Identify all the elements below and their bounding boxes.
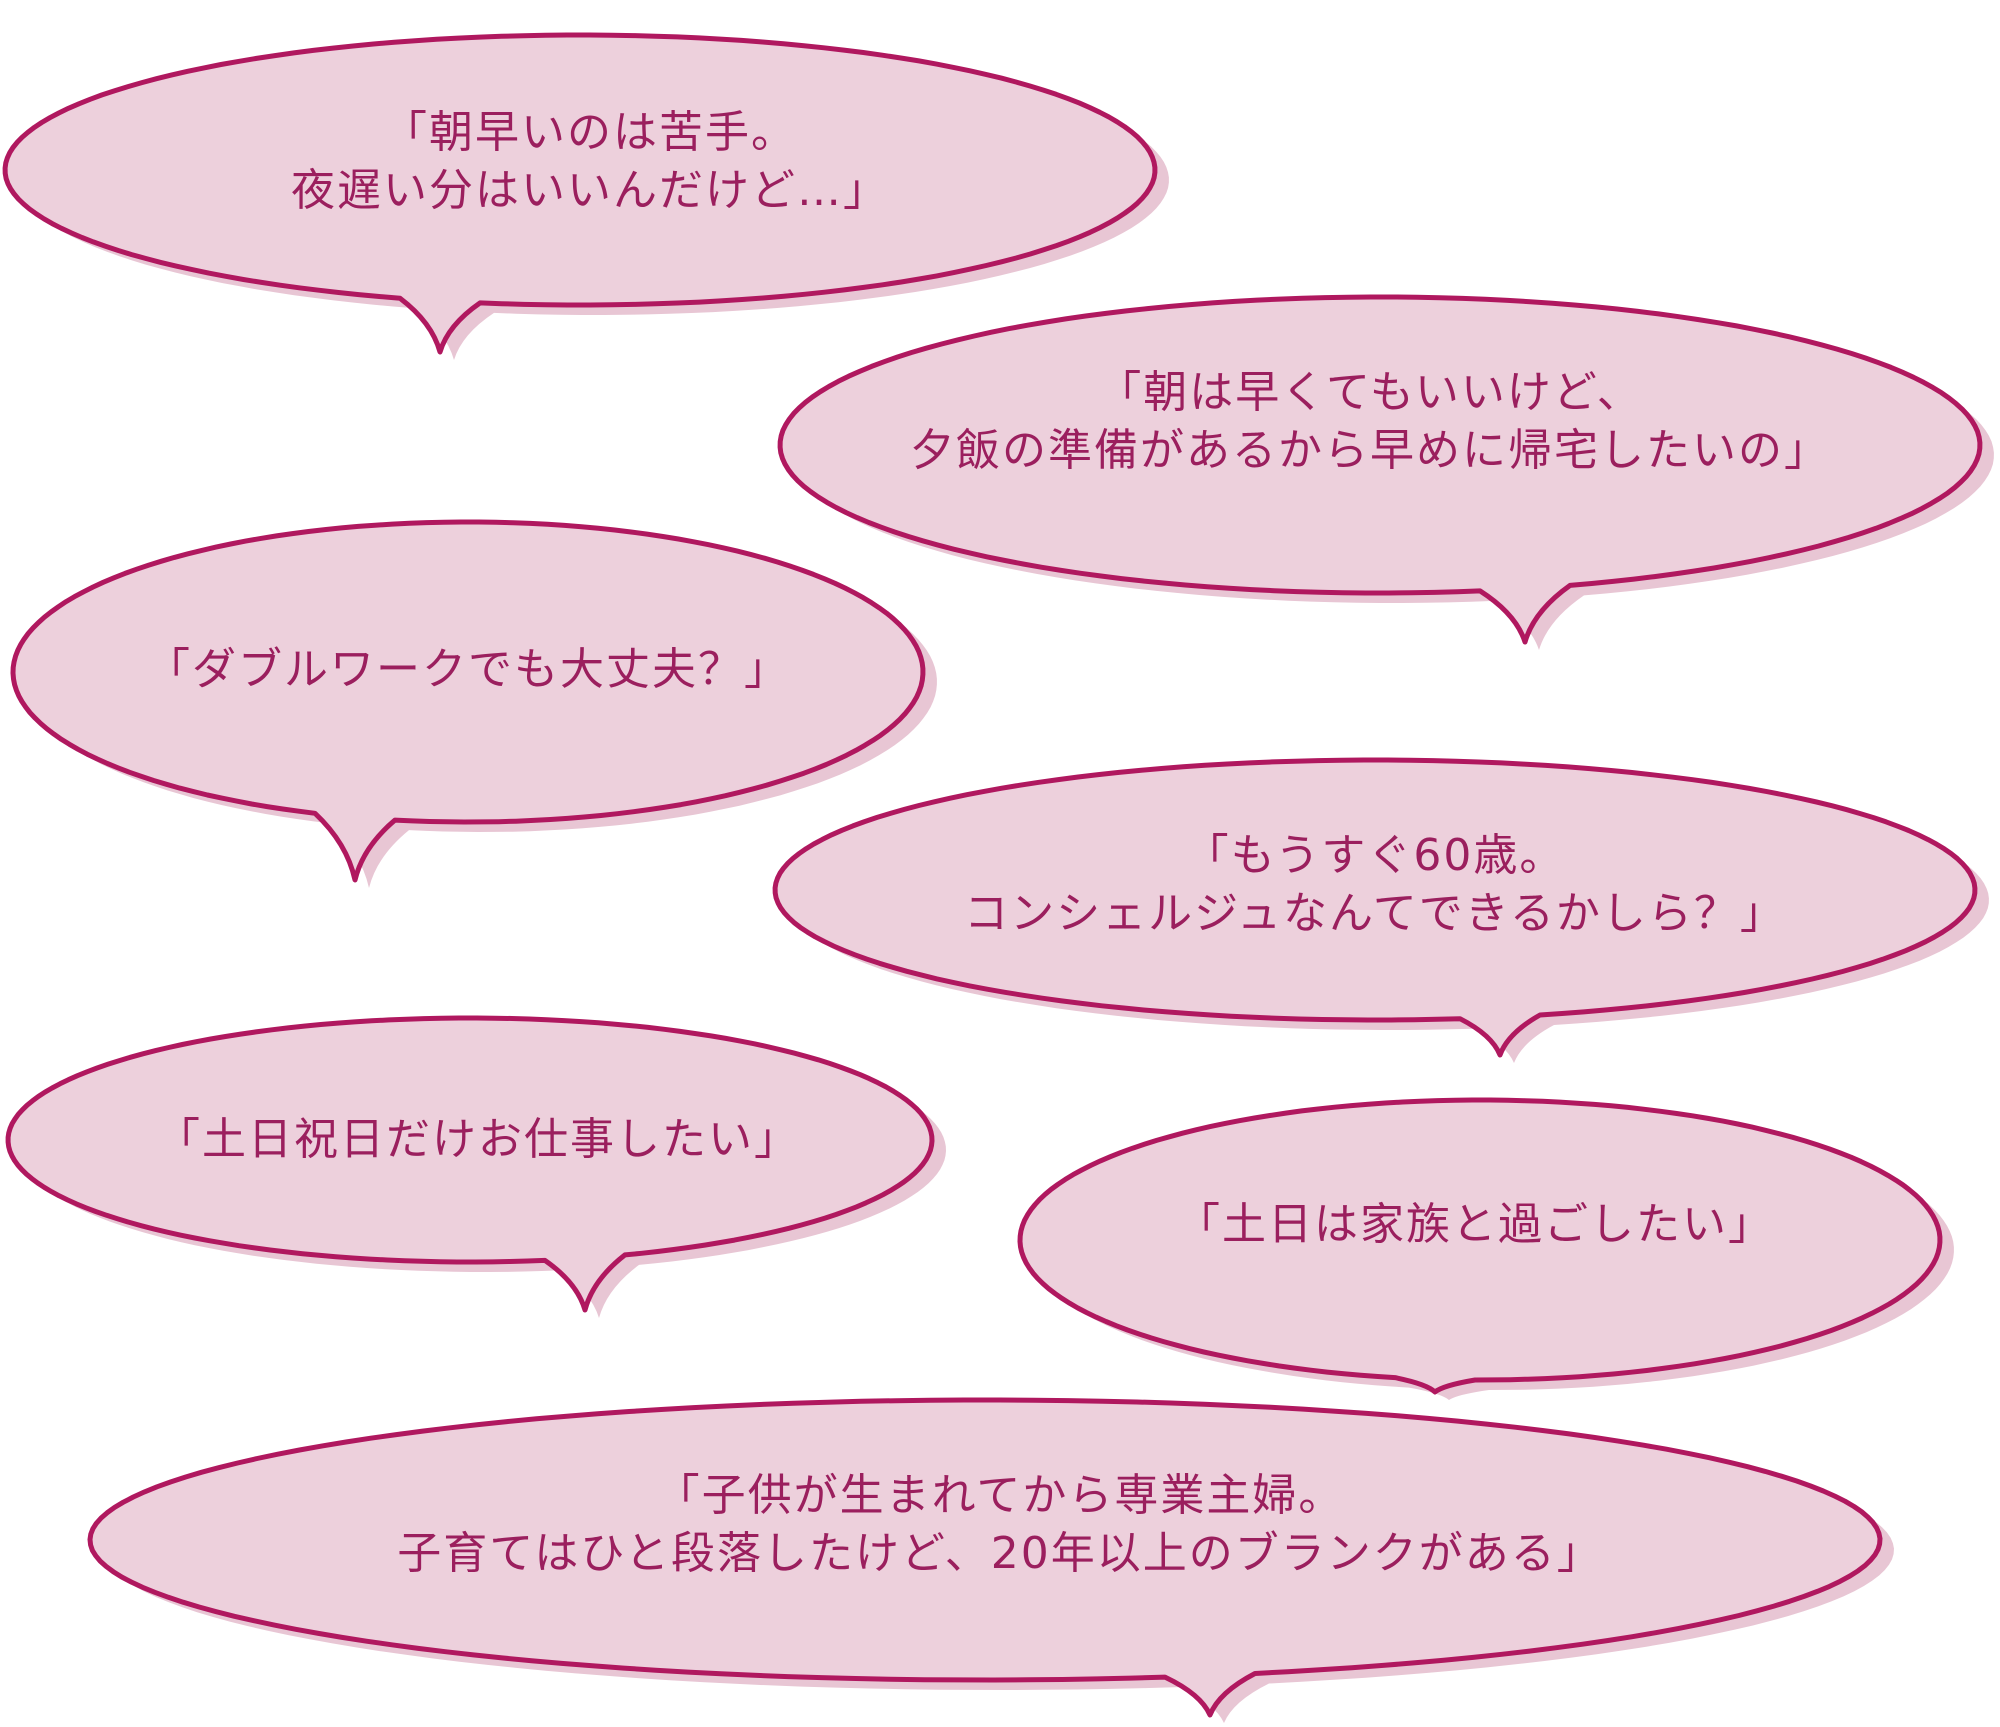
bubble-1-line-1: 「朝早いのは苦手。 (383, 107, 797, 158)
bubble-4-line-2: コンシェルジュなんてできるかしら？」 (964, 888, 1786, 939)
bubble-2-line-1: 「朝は早くてもいいけど、 (1097, 367, 1643, 418)
speech-bubble-body (1017, 1097, 1943, 1395)
speech-bubble-2 (777, 294, 1994, 650)
speech-bubble-body (777, 294, 1983, 645)
bubble-7-text: 「子供が生まれてから専業主婦。 子育てはひと段落したけど、20年以上のブランクが… (397, 1467, 1603, 1583)
bubble-3-line-1: 「ダブルワークでも大丈夫？」 (146, 644, 790, 695)
bubble-4-text: 「もうすぐ60歳。 コンシェルジュなんてできるかしら？」 (964, 827, 1786, 943)
speech-bubble-6 (1017, 1097, 1954, 1400)
bubble-1-line-2: 夜遅い分はいいんだけど…」 (291, 165, 889, 216)
speech-bubble-3 (10, 519, 937, 888)
bubble-2-line-2: 夕飯の準備があるから早めに帰宅したいの」 (910, 425, 1830, 476)
speech-bubble-4 (772, 757, 1989, 1063)
bubble-7-line-1: 「子供が生まれてから専業主婦。 (655, 1470, 1345, 1521)
speech-bubble-body (2, 32, 1158, 355)
speech-bubble-5 (5, 1015, 947, 1318)
bubble-2-text: 「朝は早くてもいいけど、 夕飯の準備があるから早めに帰宅したいの」 (910, 364, 1830, 480)
bubble-5-text: 「土日祝日だけお仕事したい」 (156, 1111, 800, 1169)
bubble-6-text: 「土日は家族と過ごしたい」 (1176, 1196, 1774, 1254)
bubble-1-text: 「朝早いのは苦手。 夜遅い分はいいんだけど…」 (291, 104, 889, 220)
bubble-3-text: 「ダブルワークでも大丈夫？」 (146, 641, 790, 699)
speech-bubble-body (772, 757, 1978, 1058)
speech-bubble-body (5, 1015, 935, 1313)
bubble-6-line-1: 「土日は家族と過ごしたい」 (1176, 1199, 1774, 1250)
bubble-7-line-2: 子育てはひと段落したけど、20年以上のブランクがある」 (397, 1528, 1603, 1579)
speech-bubble-body (87, 1397, 1883, 1718)
speech-bubble-1 (2, 32, 1169, 360)
bubble-4-line-1: 「もうすぐ60歳。 (1184, 830, 1566, 881)
speech-bubble-7 (87, 1397, 1894, 1723)
speech-bubble-body (10, 519, 926, 883)
bubble-5-line-1: 「土日祝日だけお仕事したい」 (156, 1114, 800, 1165)
